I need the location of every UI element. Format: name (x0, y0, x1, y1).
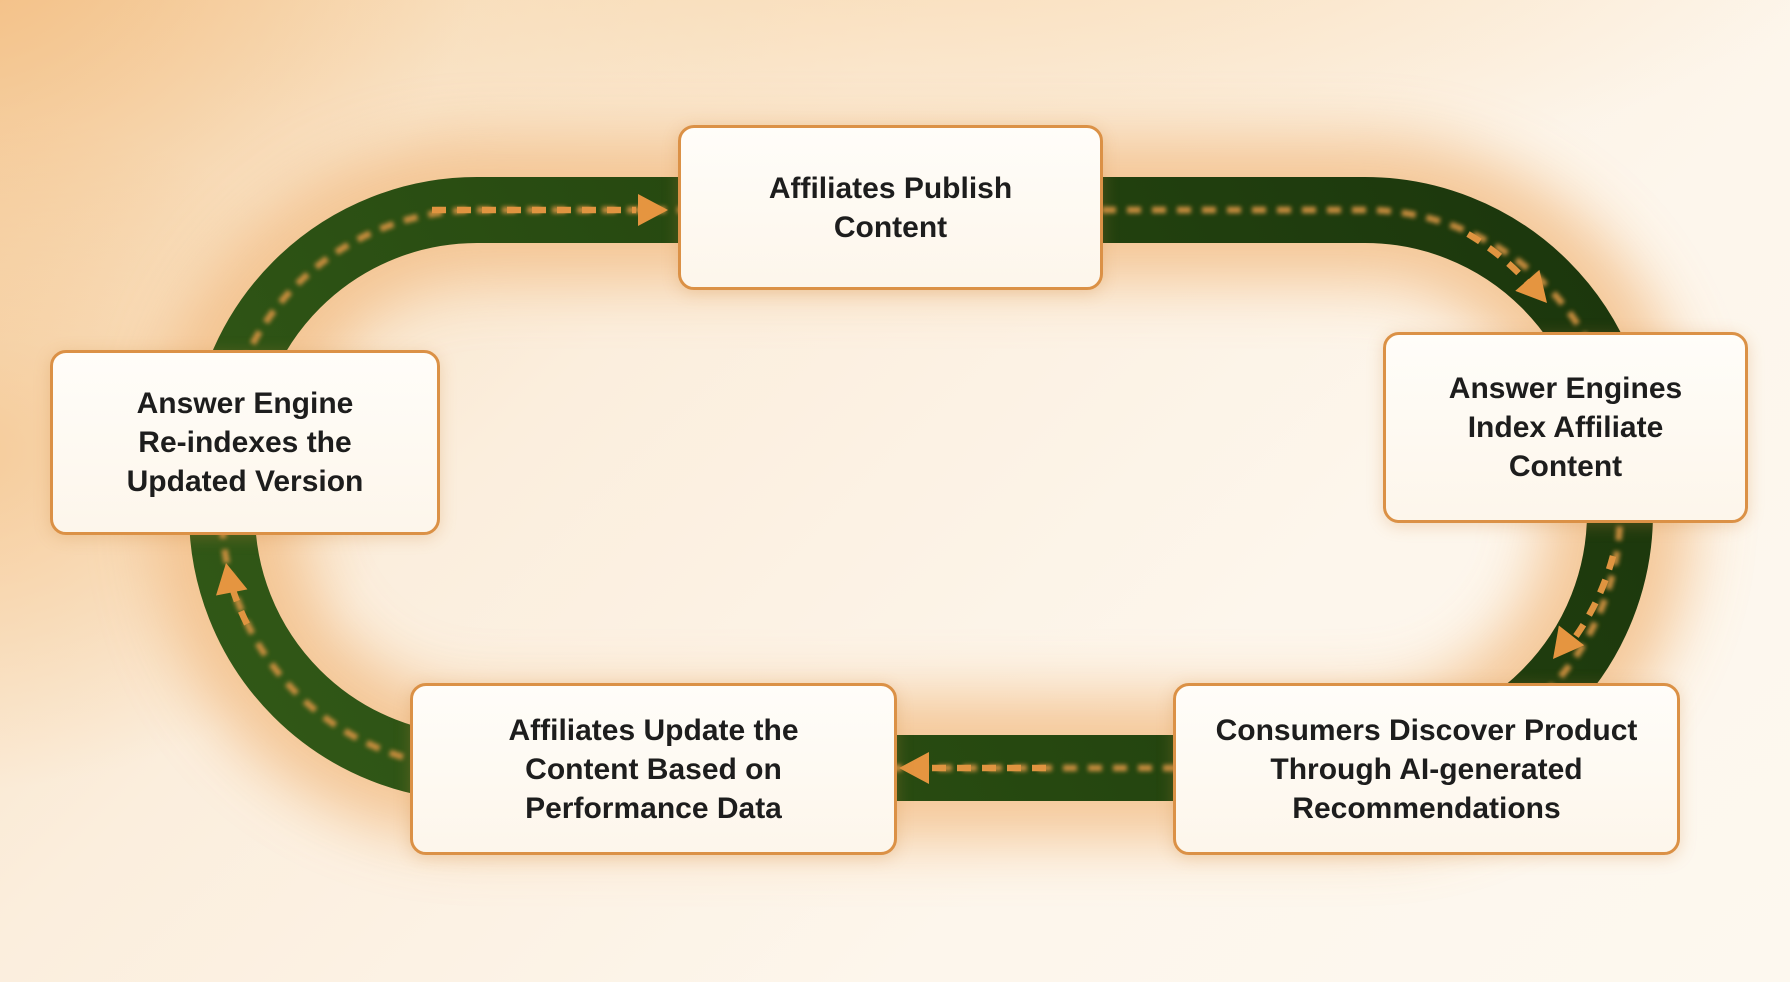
node-answer-engine-reindexes: Answer Engine Re-indexes the Updated Ver… (50, 350, 440, 535)
node-affiliates-update-content: Affiliates Update the Content Based on P… (410, 683, 897, 855)
arrow-left-icon (899, 752, 929, 784)
node-consumers-discover-product: Consumers Discover Product Through AI-ge… (1173, 683, 1680, 855)
arrow-down-right-icon (1515, 269, 1547, 303)
node-label: Answer Engine Re-indexes the Updated Ver… (126, 387, 364, 498)
node-affiliates-publish-content: Affiliates Publish Content (678, 125, 1103, 290)
arrow-right-icon (638, 194, 668, 226)
node-label: Consumers Discover Product Through AI-ge… (1215, 713, 1638, 825)
node-label: Answer Engines Index Affiliate Content (1448, 372, 1683, 483)
flow-arrowheads (216, 194, 1585, 784)
node-label: Affiliates Publish Content (768, 171, 1013, 244)
node-answer-engines-index-affiliate-content: Answer Engines Index Affiliate Content (1383, 332, 1748, 523)
node-label: Affiliates Update the Content Based on P… (508, 713, 799, 825)
arrow-up-icon (216, 563, 248, 596)
arrow-down-left-icon (1553, 625, 1585, 659)
